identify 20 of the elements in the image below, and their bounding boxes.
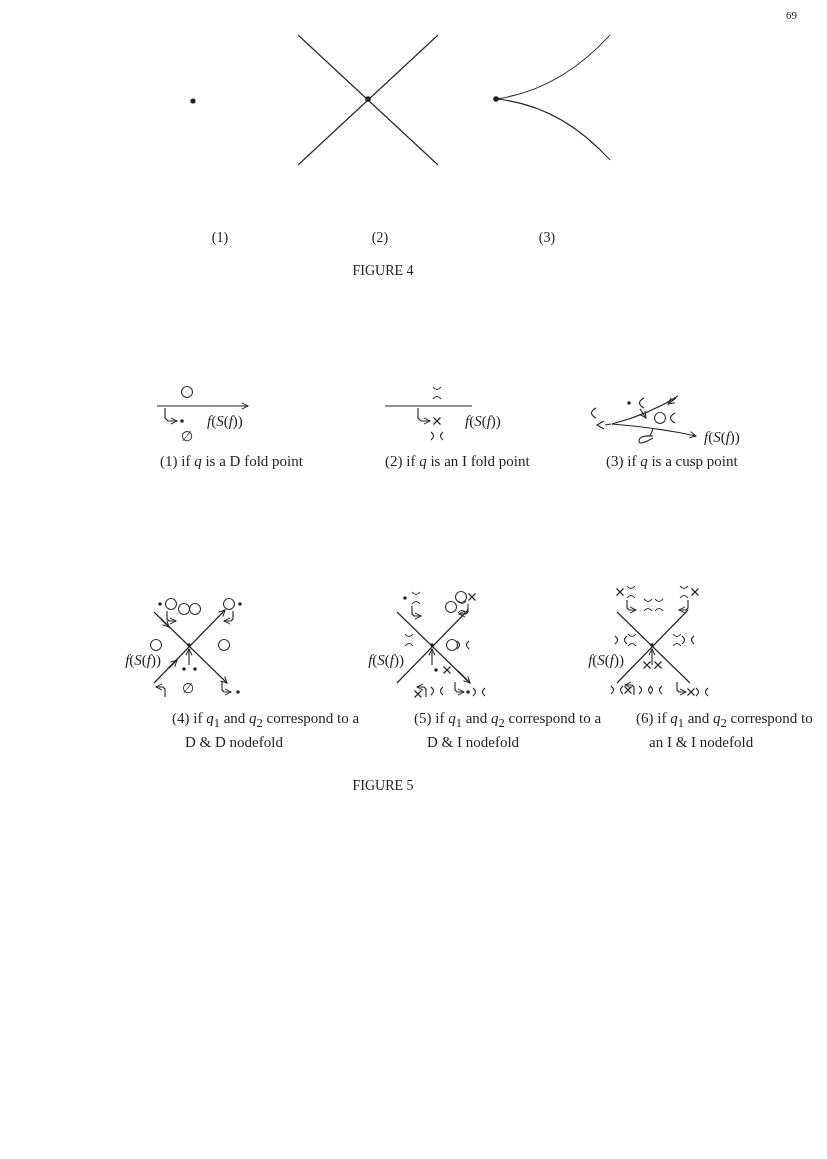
panel-number: (1): [211, 229, 229, 247]
caption: (6) if q$_{1}$ and q$_{2}$ correspond to an I & I nodefold: [636, 709, 814, 752]
figure-label: FIGURE 4: [352, 262, 414, 280]
figure-label: FIGURE 5: [352, 777, 414, 795]
function-label: f(S(f)): [704, 428, 740, 447]
caption: (5) if q$_{1}$ and q$_{2}$ correspond to a D & I nodefold: [414, 709, 603, 752]
caption: (3) if q is a cusp point: [606, 452, 738, 471]
function-label: f(S(f)): [588, 651, 624, 670]
empty-set-symbol: ∅: [182, 680, 194, 698]
empty-set-symbol: ∅: [181, 428, 193, 446]
panel-number: (3): [538, 229, 556, 247]
panel-number: (2): [371, 229, 389, 247]
function-label: f(S(f)): [368, 651, 404, 670]
caption: (1) if q is a D fold point: [160, 452, 303, 471]
caption: (4) if q$_{1}$ and q$_{2}$ correspond to a D & D nodefold: [172, 709, 361, 752]
function-label: f(S(f)): [465, 412, 501, 431]
function-label: f(S(f)): [207, 412, 243, 431]
page-number: 69: [786, 8, 797, 23]
caption: (2) if q is an I fold point: [385, 452, 530, 471]
function-label: f(S(f)): [125, 651, 161, 670]
